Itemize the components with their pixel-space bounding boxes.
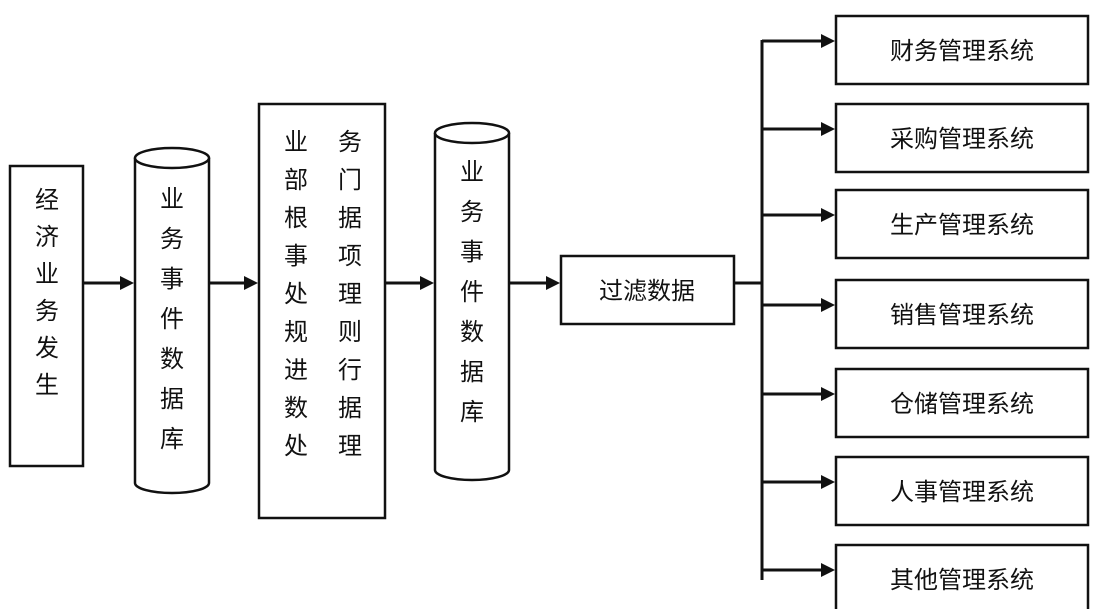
system-label: 生产管理系统 (890, 211, 1034, 239)
node-dept-processing: 业部根事处规进数处 务门据项理则行据理 (257, 102, 387, 520)
system-label: 采购管理系统 (890, 125, 1034, 153)
arrow-event-to-db1 (83, 276, 134, 290)
branch-arrowhead (821, 475, 835, 489)
systems-column: 财务管理系统采购管理系统生产管理系统销售管理系统仓储管理系统人事管理系统其他管理… (762, 14, 1090, 609)
dept-processing-left-column: 业部根事处规进数处 (284, 128, 308, 460)
system-box (834, 102, 1090, 174)
branch-arrowhead (821, 387, 835, 401)
branch-arrowhead (821, 563, 835, 577)
arrow-db1-to-processing (209, 276, 258, 290)
system-box (834, 367, 1090, 439)
branch-arrowhead (821, 122, 835, 136)
node-event-db-2: 业务事件数据库 (433, 121, 511, 482)
system-node: 其他管理系统 (762, 543, 1090, 609)
node-filter: 过滤数据 (559, 254, 736, 326)
system-node: 仓储管理系统 (762, 367, 1090, 439)
branch-arrowhead (821, 208, 835, 222)
branch-arrowhead (821, 34, 835, 48)
system-node: 生产管理系统 (762, 188, 1090, 260)
system-node: 财务管理系统 (762, 14, 1090, 86)
economic-event-label: 经济业务发生 (35, 186, 59, 399)
node-event-db-1: 业务事件数据库 (133, 146, 211, 495)
arrow-db2-to-filter (509, 276, 560, 290)
system-label: 仓储管理系统 (890, 390, 1034, 418)
system-node: 采购管理系统 (762, 102, 1090, 174)
branch-arrowhead (821, 298, 835, 312)
system-box (834, 188, 1090, 260)
system-box (834, 14, 1090, 86)
system-label: 财务管理系统 (890, 37, 1034, 65)
system-label: 销售管理系统 (890, 301, 1034, 329)
system-label: 人事管理系统 (890, 478, 1034, 506)
system-node: 销售管理系统 (762, 278, 1090, 350)
arrow-processing-to-db2 (385, 276, 434, 290)
filter-label: 过滤数据 (599, 277, 695, 305)
system-label: 其他管理系统 (890, 566, 1034, 594)
dept-processing-right-column: 务门据项理则行据理 (338, 128, 362, 460)
event-db-1-label: 业务事件数据库 (160, 185, 184, 453)
event-db-2-label: 业务事件数据库 (460, 158, 484, 426)
node-economic-event: 经济业务发生 (8, 164, 85, 468)
system-node: 人事管理系统 (762, 455, 1090, 527)
system-box (834, 455, 1090, 527)
system-box (834, 278, 1090, 350)
system-box (834, 543, 1090, 609)
